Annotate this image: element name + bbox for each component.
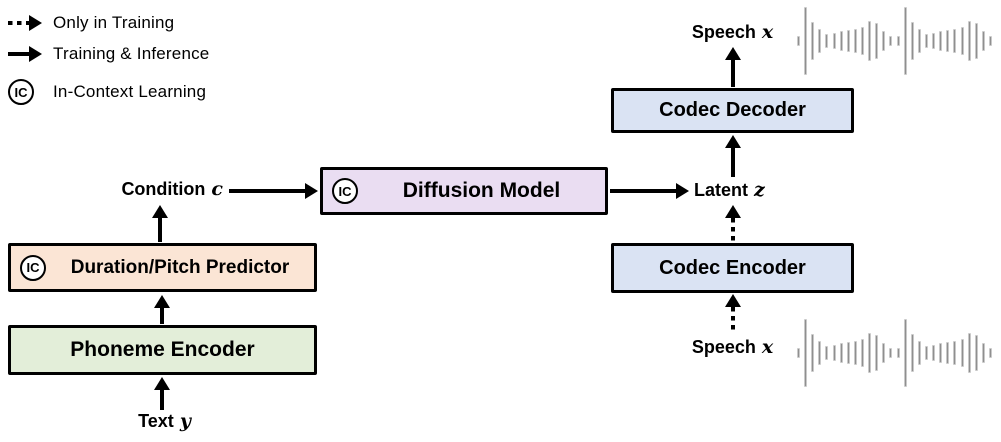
label-var: x xyxy=(761,21,774,43)
label-var: c xyxy=(211,178,223,200)
waveform xyxy=(797,319,992,387)
arrow-phoneme-to-duration-predictor xyxy=(153,295,171,324)
label-text-y: Text y xyxy=(122,410,207,432)
node-codec-decoder: Codec Decoder xyxy=(611,88,854,133)
arrow-codec-decoder-to-speech xyxy=(724,47,742,87)
node-label: Diffusion Model xyxy=(402,179,561,202)
label-latent-z: Latent z xyxy=(694,179,789,201)
legend-label: Training & Inference xyxy=(53,44,210,63)
node-duration-pitch-predictor: IC Duration/Pitch Predictor xyxy=(8,243,317,292)
legend-item-only-in-training: Only in Training xyxy=(8,10,174,36)
label-word: Speech xyxy=(691,337,756,357)
node-phoneme-encoder: Phoneme Encoder xyxy=(8,325,317,375)
label-speech-x-top: Speech x xyxy=(680,21,785,43)
node-diffusion-model: IC Diffusion Model xyxy=(320,167,608,215)
solid-arrow-icon xyxy=(8,46,42,62)
arrow-text-to-phoneme-encoder xyxy=(153,377,171,410)
label-word: Speech xyxy=(691,22,756,42)
label-var: z xyxy=(754,179,765,201)
node-codec-encoder: Codec Encoder xyxy=(611,243,854,293)
node-label: Phoneme Encoder xyxy=(70,338,255,361)
arrow-codec-encoder-to-latent-dotted xyxy=(724,205,742,242)
label-speech-x-bottom: Speech x xyxy=(680,336,785,358)
ic-badge-icon: IC xyxy=(20,254,46,281)
legend-label: Only in Training xyxy=(53,13,175,32)
arrow-latent-to-codec-decoder xyxy=(724,135,742,177)
label-word: Text xyxy=(138,411,174,431)
label-word: Latent xyxy=(694,180,748,200)
node-label: Codec Encoder xyxy=(659,256,806,279)
legend-item-in-context-learning: IC In-Context Learning xyxy=(8,79,206,105)
ic-badge-icon: IC xyxy=(8,79,34,105)
arrow-condition-to-diffusion-model xyxy=(229,182,318,200)
legend-item-training-inference: Training & Inference xyxy=(8,41,209,67)
label-word: Condition xyxy=(121,179,206,199)
node-label: Duration/Pitch Predictor xyxy=(70,256,290,278)
waveform xyxy=(797,7,992,75)
label-condition-c: Condition c xyxy=(88,178,223,200)
ic-badge-icon: IC xyxy=(332,178,358,204)
arrow-diffusion-model-to-latent xyxy=(610,182,689,200)
label-var: x xyxy=(761,336,774,358)
legend-label: In-Context Learning xyxy=(53,82,207,101)
dotted-arrow-icon xyxy=(8,15,42,31)
arrow-speech-to-codec-encoder-dotted xyxy=(724,294,742,333)
arrow-duration-predictor-to-condition xyxy=(151,205,169,242)
node-label: Codec Decoder xyxy=(659,99,806,121)
label-var: y xyxy=(179,410,191,432)
